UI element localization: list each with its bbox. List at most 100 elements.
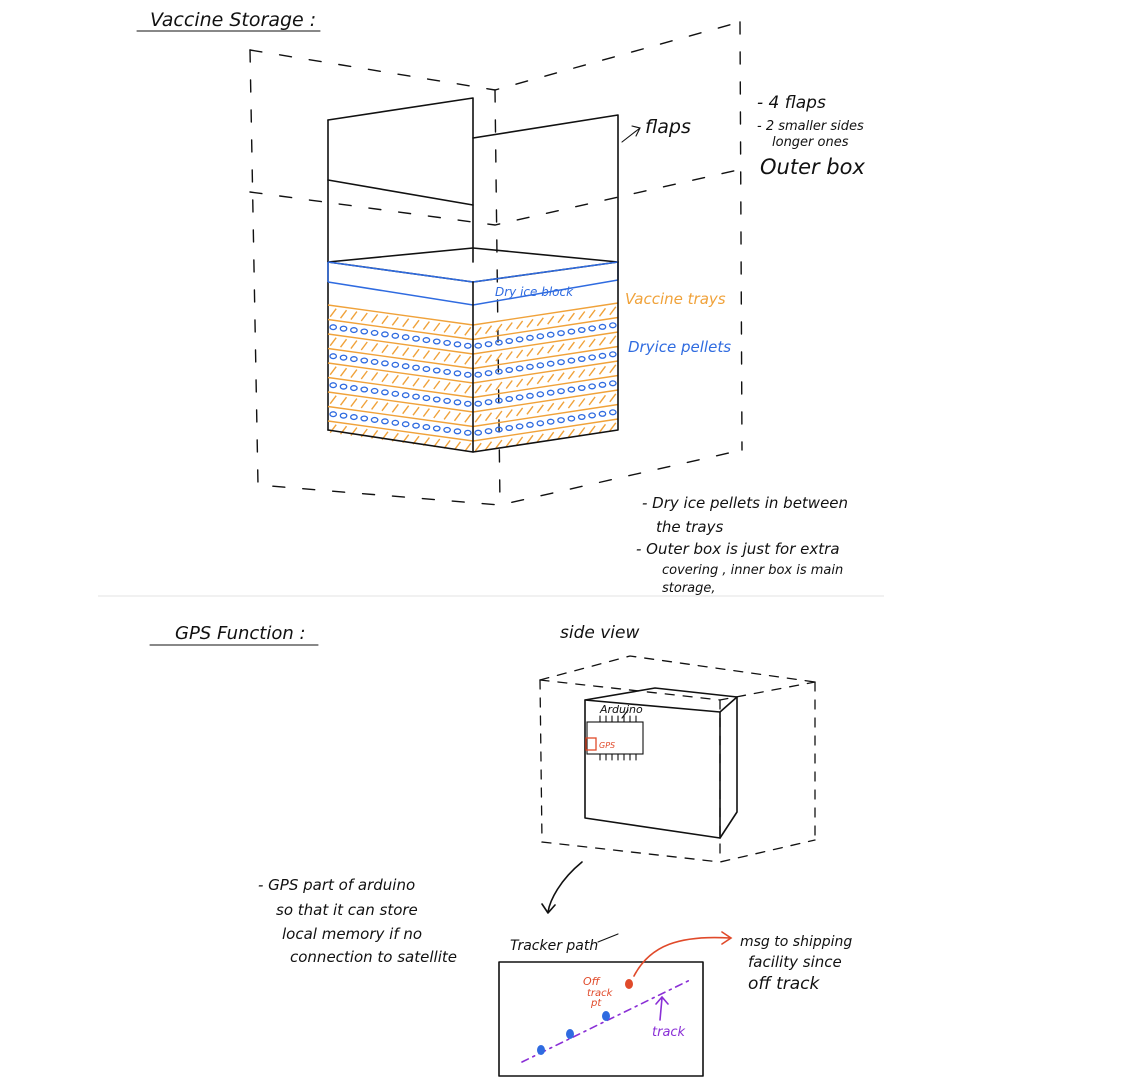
tray-hatch (557, 343, 565, 353)
tray-hatch (339, 309, 348, 319)
tray-hatch (474, 384, 482, 394)
tray-hatch (391, 345, 399, 355)
gps-module-icon (585, 737, 597, 751)
tray-hatch (588, 425, 596, 435)
tray-hatch (412, 319, 420, 329)
off-track-label: pt (590, 998, 602, 1009)
tray-hatch (609, 422, 617, 432)
tray-hatch (516, 320, 524, 330)
dry-ice-pellet (401, 363, 410, 370)
tray-hatch (598, 336, 607, 346)
inner-box-bottom (327, 261, 619, 453)
tray-hatch (433, 322, 441, 332)
tray-hatch (484, 441, 493, 451)
tray-hatch (578, 369, 586, 378)
dry-ice-pellet (495, 368, 503, 375)
vaccine-trays-label: Vaccine trays (625, 290, 726, 308)
dry-ice-pellet (432, 396, 441, 403)
tray-hatch (371, 401, 379, 410)
dry-ice-pellet (526, 334, 534, 341)
tray-hatch (391, 374, 399, 384)
side-note-line: - 4 flaps (757, 93, 826, 113)
tray-hatch (453, 325, 462, 335)
tray-hatch (360, 399, 368, 409)
tray-hatch (547, 431, 555, 441)
gps-notes: - GPS part of arduino so that it can sto… (258, 876, 457, 966)
dry-ice-pellet (598, 352, 607, 359)
bottom-note-line: - Dry ice pellets in between (642, 494, 848, 512)
dry-ice-pellet (484, 399, 493, 406)
dry-ice-pellet (526, 363, 534, 370)
tray-hatch (329, 337, 337, 347)
dry-ice-pellet (474, 342, 483, 349)
dry-ice-pellet (391, 390, 400, 397)
dry-ice-pellet (350, 356, 358, 363)
dry-ice-pellet (546, 389, 555, 396)
dry-ice-pellet (360, 386, 369, 393)
dry-ice-pellet (453, 399, 462, 406)
tray-hatch (412, 348, 420, 358)
tray-hatch (422, 408, 430, 417)
side-view-label: side view (560, 623, 639, 643)
down-arrow-icon (541, 861, 583, 914)
tray-hatch (464, 413, 472, 423)
tray-hatch (350, 369, 358, 378)
bottom-note-line: storage, (662, 581, 716, 596)
track-point (602, 1011, 610, 1021)
tray-hatch (464, 384, 472, 394)
arduino-board: GPS Arduino (585, 703, 644, 761)
tray-hatch (609, 393, 617, 403)
dry-ice-pellet (515, 394, 524, 401)
dry-ice-pellet (515, 336, 524, 343)
tray-hatch (526, 347, 534, 357)
tray-hatch (505, 322, 513, 331)
tray-hatch (557, 372, 565, 382)
dry-ice-pellet (432, 338, 441, 345)
tray-hatch (609, 306, 617, 316)
off-track-point (625, 979, 633, 989)
tray-hatch (505, 409, 513, 418)
bottom-note-line: the trays (656, 518, 724, 536)
dry-ice-pellet (505, 366, 514, 374)
tray-hatch (453, 441, 462, 451)
dry-ice-pellet (401, 421, 410, 428)
tray-hatch (598, 307, 607, 317)
dry-ice-pellet (536, 391, 545, 398)
dry-ice-pellet (453, 370, 462, 377)
dry-ice-pellet (422, 366, 431, 373)
tray-hatch (557, 401, 565, 411)
dry-ice-pellet (546, 360, 555, 367)
gps-note-line: so that it can store (276, 901, 418, 919)
tray-hatch (422, 350, 430, 359)
dry-ice-pellet (495, 426, 503, 433)
tray-hatch (350, 398, 358, 407)
tray-hatch (474, 355, 482, 365)
dry-ice-pellet (588, 354, 596, 361)
tracker-path-tick (597, 933, 619, 943)
dry-ice-pellet (495, 339, 503, 346)
dry-ice-pellet (588, 325, 596, 332)
dry-ice-pellet (536, 420, 545, 427)
tray-hatch (412, 406, 420, 416)
dry-ice-pellet (391, 419, 400, 426)
tray-hatch (588, 396, 596, 406)
gps-section: GPS Function : side view GPS Arduino (149, 623, 852, 1077)
tray-hatch (536, 404, 544, 414)
dry-ice-pellet (350, 414, 358, 421)
dry-ice-pellet (505, 395, 514, 403)
dry-ice-pellet (412, 393, 420, 400)
dry-ice-pellet (329, 411, 338, 418)
tray-hatch (443, 353, 451, 362)
tray-hatch (495, 352, 503, 362)
tray-hatch (329, 308, 337, 318)
tracker-path-label: Tracker path (510, 938, 598, 954)
dry-ice-pellet (401, 392, 410, 399)
tray-hatch (547, 373, 555, 383)
dry-ice-pellets-label: Dryice pellets (628, 338, 731, 356)
tray-hatch (588, 309, 596, 319)
dry-ice-pellet (370, 416, 379, 423)
tray-hatch (495, 410, 503, 420)
tray-hatch (484, 412, 493, 422)
tray-hatch (433, 380, 441, 390)
side-notes: - 4 flaps - 2 smaller sides longer ones … (757, 93, 865, 179)
